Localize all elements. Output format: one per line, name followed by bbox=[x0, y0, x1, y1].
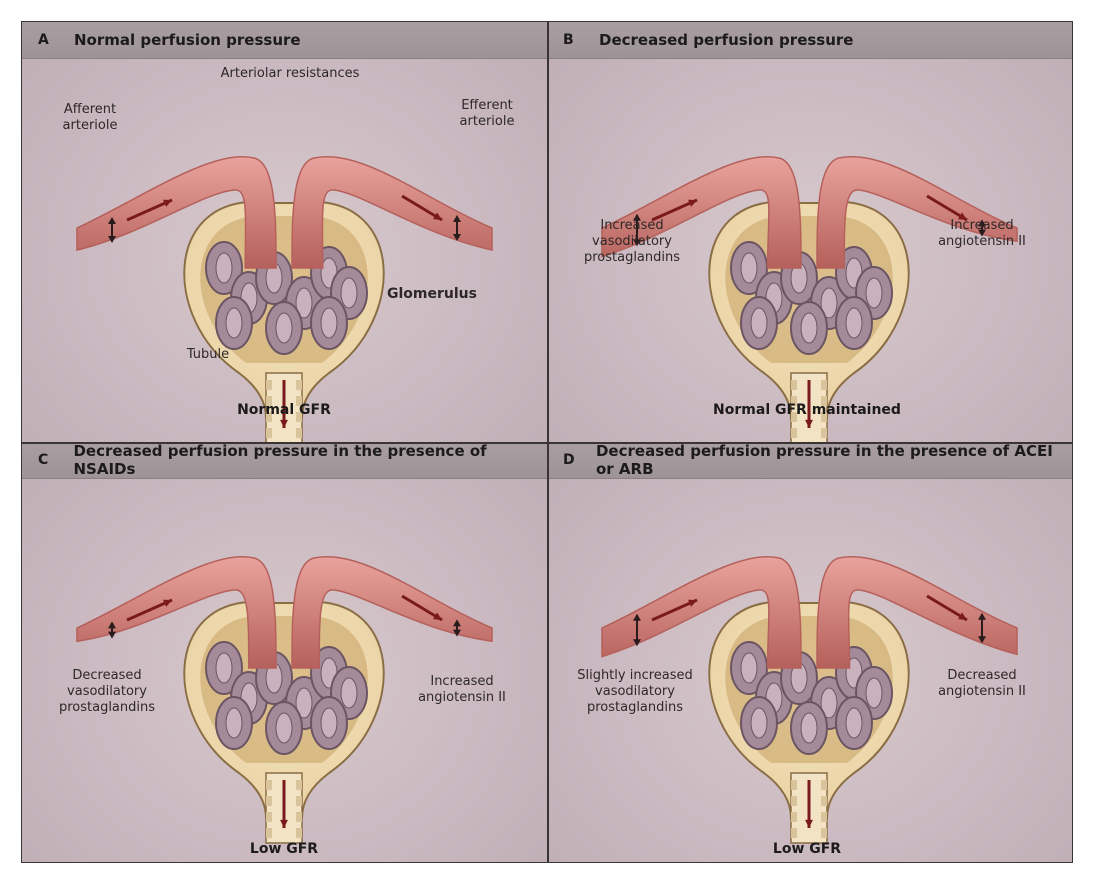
panel-d-left-label: Slightly increased vasodilatory prostagl… bbox=[577, 668, 693, 715]
figure-frame: A Normal perfusion pressure Arteriolar r… bbox=[21, 21, 1073, 863]
panel-b-right-label: Increased angiotensin II bbox=[938, 218, 1026, 249]
panel-a: A Normal perfusion pressure Arteriolar r… bbox=[22, 22, 547, 442]
panel-d-title: Decreased perfusion pressure in the pres… bbox=[595, 442, 1053, 478]
panel-c: C Decreased perfusion pressure in the pr… bbox=[22, 442, 547, 862]
efferent-arteriole bbox=[816, 156, 1018, 269]
panel-c-title: Decreased perfusion pressure in the pres… bbox=[73, 442, 487, 478]
panel-c-left-label: Decreased vasodilatory prostaglandins bbox=[58, 668, 156, 715]
panel-d-result: Low GFR bbox=[772, 841, 842, 857]
tubule-label: Tubule bbox=[186, 347, 230, 362]
panel-a-title: Normal perfusion pressure bbox=[74, 31, 301, 49]
panel-d-letter: D bbox=[563, 452, 575, 468]
panel-b-title: Decreased perfusion pressure bbox=[599, 31, 854, 49]
efferent-arteriole bbox=[291, 156, 493, 269]
arteriolar-resistances-label: Arteriolar resistances bbox=[220, 66, 360, 81]
panel-d-header: D Decreased perfusion pressure in the pr… bbox=[547, 442, 1072, 479]
efferent-arteriole bbox=[816, 556, 1018, 669]
panel-c-header: C Decreased perfusion pressure in the pr… bbox=[22, 442, 547, 479]
panel-b-left-label: Increased vasodilatory prostaglandins bbox=[583, 218, 681, 265]
afferent-flow-arrow bbox=[126, 598, 173, 622]
panel-b-illustration bbox=[601, 156, 1018, 442]
afferent-arteriole bbox=[601, 556, 802, 669]
efferent-arteriole bbox=[291, 556, 493, 669]
glomerulus-label: Glomerulus bbox=[387, 286, 477, 302]
afferent-flow-arrow bbox=[651, 198, 698, 222]
panel-b: B Decreased perfusion pressure Increased… bbox=[547, 22, 1072, 442]
panel-a-letter: A bbox=[38, 32, 49, 48]
panel-a-result: Normal GFR bbox=[237, 402, 331, 418]
afferent-arteriole bbox=[601, 156, 802, 269]
panel-b-result: Normal GFR maintained bbox=[713, 402, 901, 418]
panel-c-result: Low GFR bbox=[249, 841, 319, 857]
panel-d: D Decreased perfusion pressure in the pr… bbox=[547, 442, 1072, 862]
afferent-flow-arrow bbox=[126, 198, 173, 222]
panel-c-right-label: Increased angiotensin II bbox=[418, 674, 506, 705]
panel-c-illustration bbox=[76, 556, 493, 844]
afferent-arteriole bbox=[76, 556, 277, 669]
panel-a-header: A Normal perfusion pressure bbox=[22, 22, 547, 59]
afferent-flow-arrow bbox=[651, 598, 698, 622]
panel-b-header: B Decreased perfusion pressure bbox=[547, 22, 1072, 59]
panel-a-illustration bbox=[76, 156, 493, 442]
panel-d-right-label: Decreased angiotensin II bbox=[938, 668, 1026, 699]
panel-c-letter: C bbox=[38, 452, 49, 468]
efferent-arteriole-label: Efferent arteriole bbox=[459, 98, 515, 129]
afferent-arteriole bbox=[76, 156, 277, 269]
panel-d-illustration bbox=[601, 556, 1018, 844]
afferent-arteriole-label: Afferent arteriole bbox=[62, 102, 118, 133]
panel-b-letter: B bbox=[563, 32, 574, 48]
horizontal-divider bbox=[22, 442, 1072, 444]
